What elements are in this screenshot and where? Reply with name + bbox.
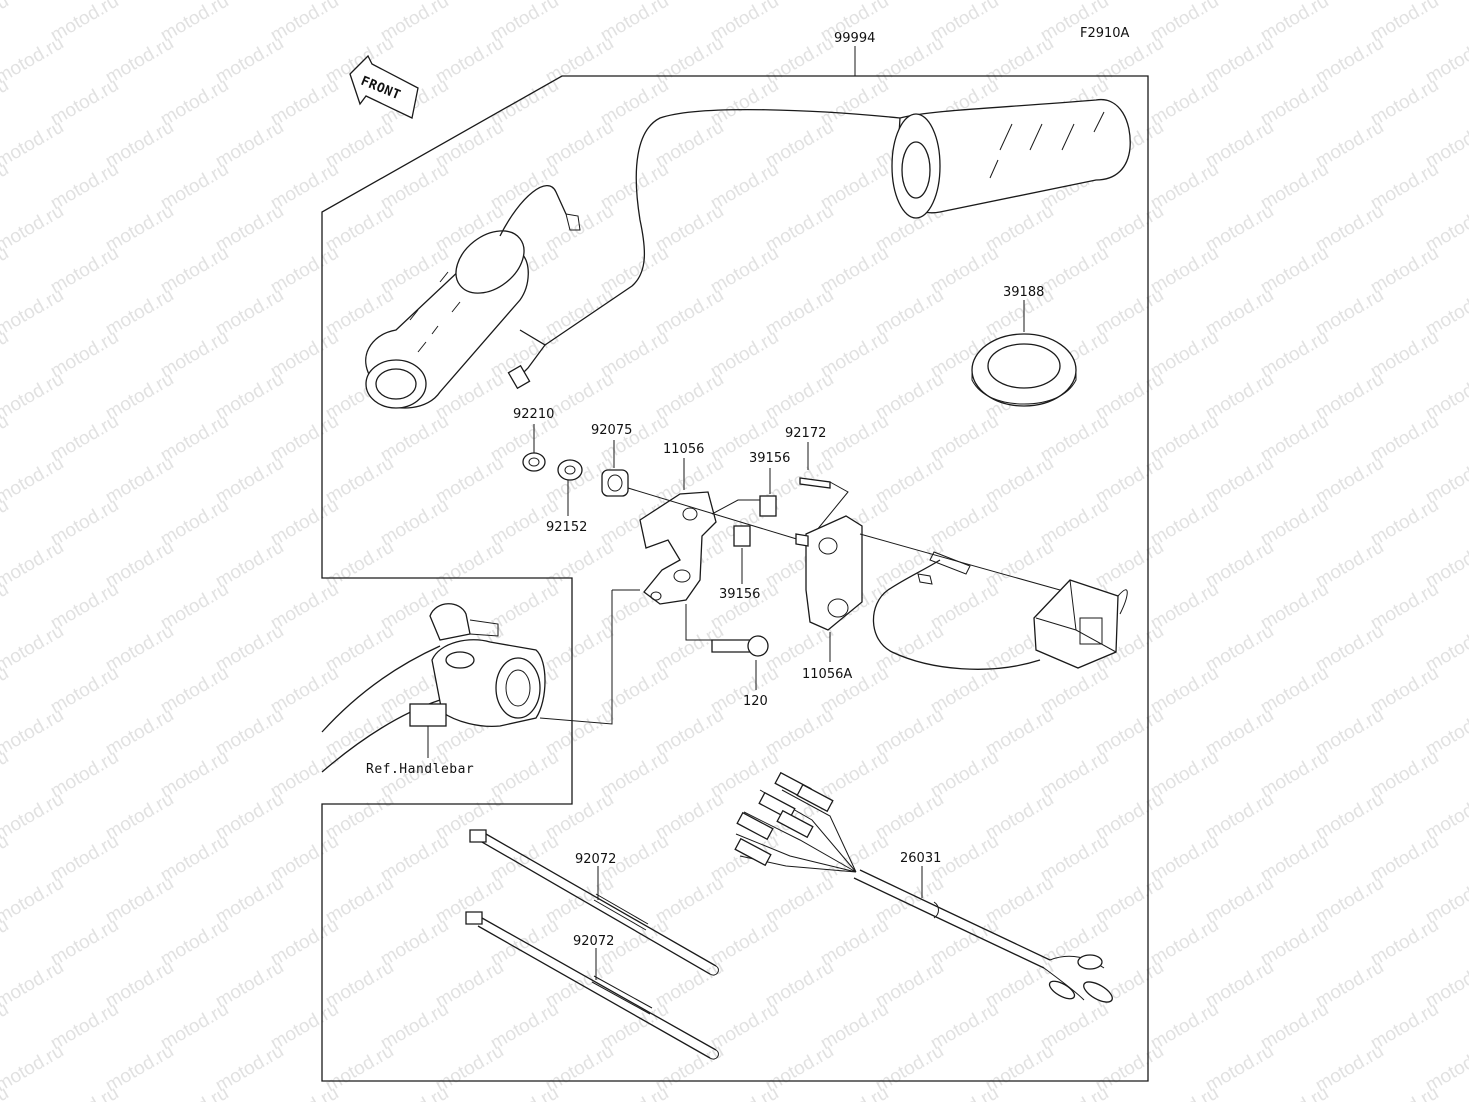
label-11056: 11056	[663, 442, 704, 457]
controller-unit	[859, 533, 1128, 670]
watermark-text: motod.ru	[0, 117, 67, 173]
watermark-text: motod.ru	[0, 0, 12, 46]
handlebar-reference	[321, 603, 546, 773]
label-92172: 92172	[785, 426, 826, 441]
watermark-text: motod.ru	[707, 1083, 782, 1102]
label-39188: 39188	[1003, 285, 1044, 300]
cable-tie-upper	[469, 829, 719, 976]
watermark-text: motod.ru	[0, 201, 67, 257]
watermark-text: motod.ru	[0, 1041, 67, 1097]
label-92072-upper: 92072	[575, 852, 616, 867]
watermark-text: motod.ru	[0, 705, 67, 761]
wire-harness	[734, 771, 1113, 1003]
watermark-text: motod.ru	[1037, 1083, 1112, 1102]
watermark-text: motod.ru	[0, 453, 67, 509]
watermark-text: motod.ru	[0, 285, 67, 341]
hardware-row	[522, 424, 863, 725]
label-92210: 92210	[513, 407, 554, 422]
left-grip-drawing	[365, 185, 581, 409]
watermark-text: motod.ru	[1367, 1083, 1442, 1102]
label-92075: 92075	[591, 423, 632, 438]
watermark-text: motod.ru	[817, 1083, 892, 1102]
watermark-text: motod.ru	[487, 1083, 562, 1102]
watermark-text: motod.ru	[157, 1083, 232, 1102]
front-arrow-icon: FRONT	[349, 54, 419, 119]
ref-handlebar-note: Ref.Handlebar	[366, 762, 474, 777]
watermark-text: motod.ru	[47, 1083, 122, 1102]
label-39156-top: 39156	[749, 451, 790, 466]
watermark-text: motod.ru	[0, 957, 67, 1013]
label-26031: 26031	[900, 851, 941, 866]
label-92152: 92152	[546, 520, 587, 535]
watermark-text: motod.ru	[1257, 1083, 1332, 1102]
right-grip-drawing	[544, 99, 1131, 346]
watermark-text: motod.ru	[0, 33, 67, 89]
watermark-text: motod.ru	[0, 0, 67, 4]
label-92072-lower: 92072	[573, 934, 614, 949]
watermark-text: motod.ru	[267, 1083, 342, 1102]
label-120: 120	[743, 694, 768, 709]
cable-tie-lower	[465, 911, 719, 1060]
watermark-text: motod.ru	[927, 1083, 1002, 1102]
watermark-text: motod.ru	[0, 789, 67, 845]
watermark-text: motod.ru	[597, 1083, 672, 1102]
watermark-text: motod.ru	[1147, 1083, 1222, 1102]
watermark-text: motod.ru	[0, 873, 67, 929]
watermark-text: motod.ru	[0, 621, 67, 677]
kit-outline-frame	[321, 75, 1149, 1082]
part-39188-ring	[971, 300, 1077, 407]
label-39156-bottom: 39156	[719, 587, 760, 602]
watermark-text: motod.ru	[377, 1083, 452, 1102]
label-11056A: 11056A	[802, 667, 852, 682]
label-99994: 99994	[834, 31, 875, 46]
watermark-text: motod.ru	[0, 369, 67, 425]
watermark-text: motod.ru	[0, 537, 67, 593]
figure-code: F2910A	[1080, 26, 1130, 41]
